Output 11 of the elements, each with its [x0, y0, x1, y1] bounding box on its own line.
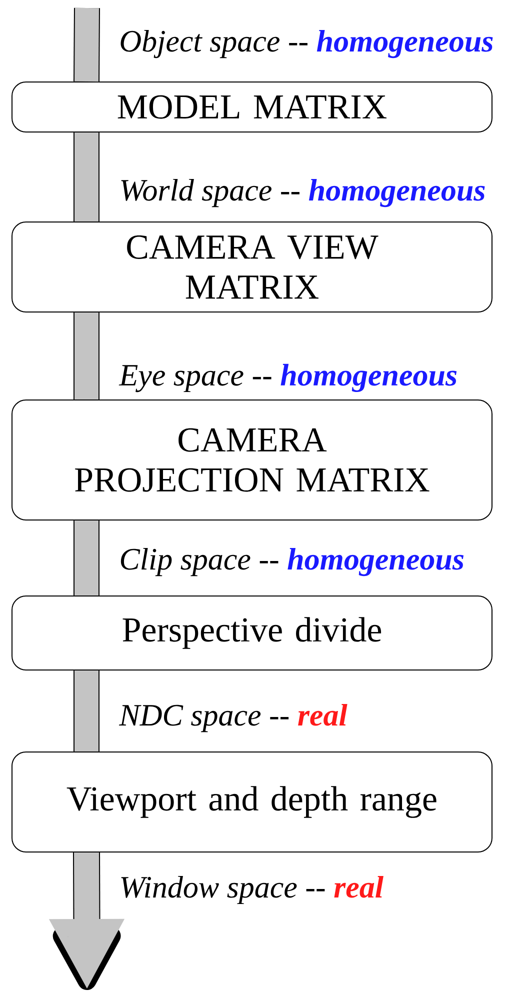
edge-label: Eye space -- homogeneous: [118, 364, 457, 392]
edge-label: Clip space -- homogeneous: [120, 548, 464, 576]
edge-label: NDC space -- real: [118, 704, 348, 732]
process-box: Viewport and depth range: [12, 752, 492, 852]
edge-label: Object space -- homogeneous: [120, 30, 493, 58]
edge-label: World space -- homogeneous: [121, 178, 485, 208]
edge-label: Window space -- real: [121, 876, 384, 904]
process-box: Perspective divide: [12, 596, 492, 670]
process-box: CAMERA PROJECTION MATRIX: [12, 400, 492, 520]
process-box: MODEL MATRIX: [12, 82, 492, 132]
process-box: CAMERA VIEW MATRIX: [12, 222, 492, 312]
